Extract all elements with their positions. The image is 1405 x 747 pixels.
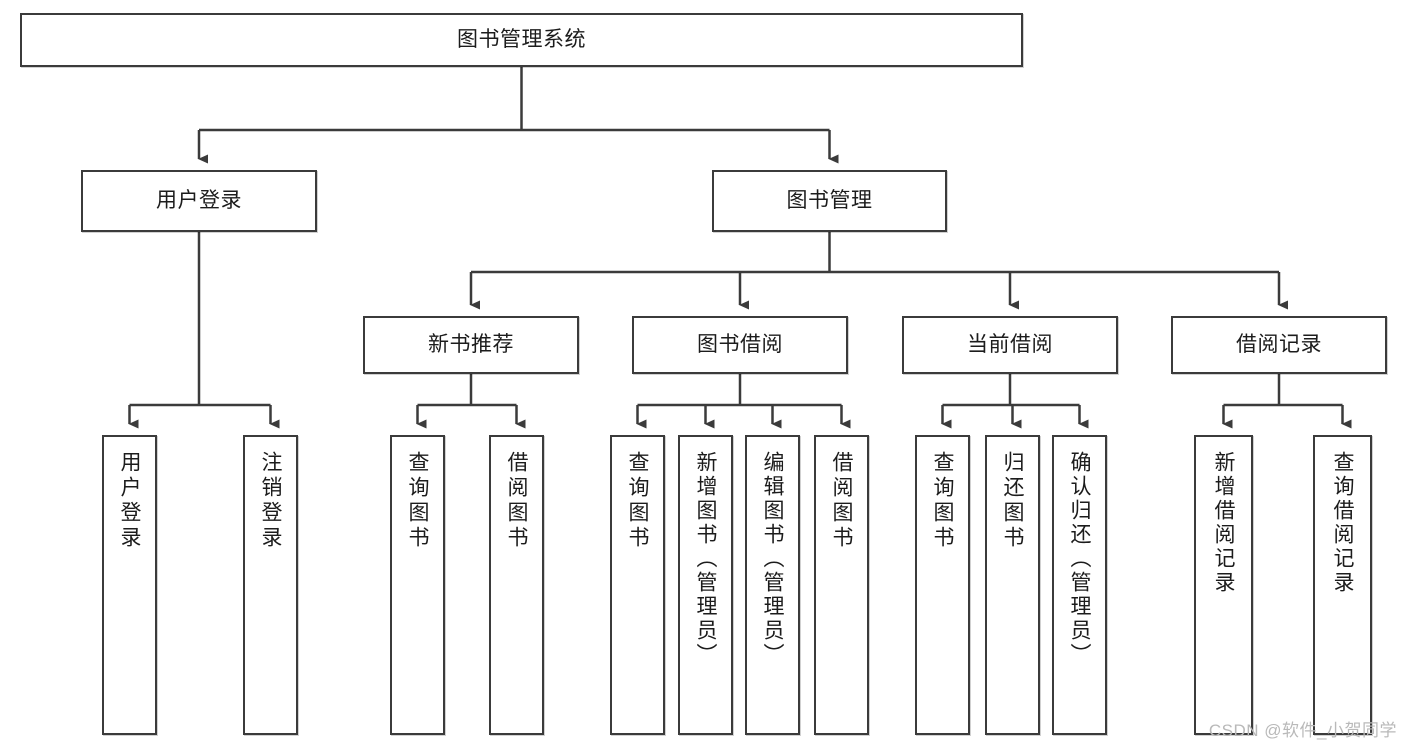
node-l-bw-add[interactable]: 新增图书（管理员） (678, 435, 733, 735)
node-l-cb-confirm[interactable]: 确认归还（管理员） (1052, 435, 1107, 735)
node-l-bw-lend[interactable]: 借阅图书 (814, 435, 869, 735)
node-label: 借阅记录 (1236, 332, 1322, 356)
node-label: 注销登录 (259, 451, 282, 551)
node-label: 查询图书 (406, 451, 429, 551)
node-l-bw-query[interactable]: 查询图书 (610, 435, 665, 735)
node-l-rc-query[interactable]: 查询借阅记录 (1313, 435, 1372, 735)
node-login[interactable]: 用户登录 (81, 170, 317, 232)
node-label: 查询图书 (931, 451, 954, 551)
node-label: 用户登录 (156, 188, 242, 212)
node-newbook[interactable]: 新书推荐 (363, 316, 579, 374)
node-records[interactable]: 借阅记录 (1171, 316, 1387, 374)
node-current[interactable]: 当前借阅 (902, 316, 1118, 374)
node-label: 当前借阅 (967, 332, 1053, 356)
node-l-logout[interactable]: 注销登录 (243, 435, 298, 735)
node-label: 新增借阅记录 (1212, 451, 1235, 595)
node-l-rc-add[interactable]: 新增借阅记录 (1194, 435, 1253, 735)
node-label: 确认归还（管理员） (1068, 451, 1091, 667)
node-label: 查询图书 (626, 451, 649, 551)
node-label: 图书管理系统 (457, 27, 586, 51)
node-label: 借阅图书 (830, 451, 853, 551)
node-l-cb-query[interactable]: 查询图书 (915, 435, 970, 735)
node-l-nb-borrow[interactable]: 借阅图书 (489, 435, 544, 735)
node-label: 查询借阅记录 (1331, 451, 1354, 595)
node-l-cb-return[interactable]: 归还图书 (985, 435, 1040, 735)
watermark-text: CSDN @软件_小贺同学 (1208, 721, 1397, 740)
node-l-nb-query[interactable]: 查询图书 (390, 435, 445, 735)
node-label: 图书借阅 (697, 332, 783, 356)
node-bookmgmt[interactable]: 图书管理 (712, 170, 947, 232)
node-label: 归还图书 (1001, 451, 1024, 551)
node-l-login[interactable]: 用户登录 (102, 435, 157, 735)
node-root[interactable]: 图书管理系统 (20, 13, 1023, 67)
node-label: 新书推荐 (428, 332, 514, 356)
node-label: 编辑图书（管理员） (761, 451, 784, 667)
node-label: 图书管理 (786, 188, 873, 212)
node-l-bw-edit[interactable]: 编辑图书（管理员） (745, 435, 800, 735)
node-label: 新增图书（管理员） (694, 451, 717, 667)
node-label: 用户登录 (118, 451, 141, 551)
node-label: 借阅图书 (505, 451, 528, 551)
node-borrow[interactable]: 图书借阅 (632, 316, 848, 374)
